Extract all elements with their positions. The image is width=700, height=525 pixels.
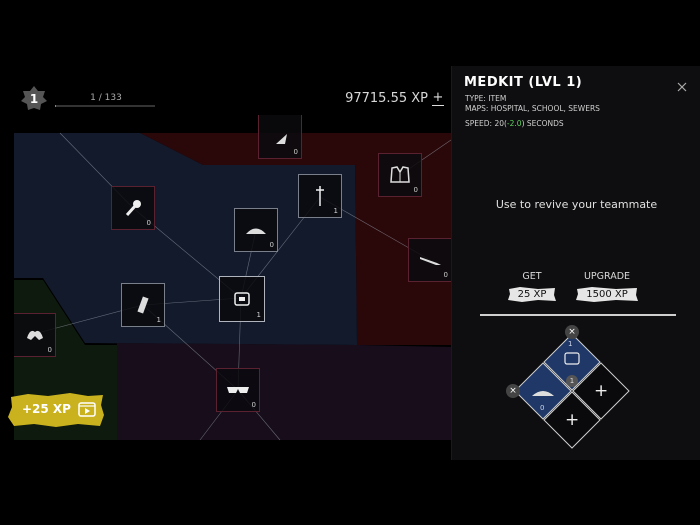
combine-center-badge: 1 (566, 375, 578, 387)
remove-left-slot-button[interactable]: × (506, 384, 520, 398)
gloves-icon (26, 330, 43, 340)
video-reward-icon (78, 402, 96, 417)
panel-divider (480, 314, 676, 316)
sunglasses-icon (227, 387, 249, 393)
get-button[interactable]: 25 XP (508, 287, 556, 302)
node-count: 1 (256, 311, 261, 319)
node-medkit[interactable]: 1 (219, 276, 265, 322)
node-jacket[interactable]: 0 (378, 153, 422, 197)
vest-icon (390, 166, 410, 183)
get-button-background (508, 287, 556, 302)
close-panel-button[interactable] (676, 78, 688, 92)
player-level-badge: 1 (21, 86, 47, 112)
flashlight-icon (125, 200, 141, 217)
node-count: 0 (293, 148, 298, 156)
get-label: GET (522, 271, 542, 282)
node-count: 0 (47, 346, 52, 354)
node-gloves[interactable]: 0 (14, 313, 56, 357)
ad-reward-label: +25 XP (22, 402, 71, 416)
node-sunglasses[interactable]: 0 (216, 368, 260, 412)
item-detail-panel: MEDKIT (LVL 1) TYPE: ITEM MAPS: HOSPITAL… (451, 66, 700, 460)
add-xp-button[interactable]: + (432, 90, 444, 106)
battery-icon (137, 296, 149, 314)
node-top-item[interactable]: 0 (258, 115, 302, 159)
node-count: 0 (413, 186, 418, 194)
speed-prefix: SPEED: 20( (465, 119, 507, 128)
unlock-progress-text: 1 / 133 (90, 93, 122, 103)
node-cross[interactable]: 1 (298, 174, 342, 218)
add-right-slot-icon[interactable]: + (594, 381, 609, 401)
item-description: Use to revive your teammate (495, 198, 658, 211)
medkit-icon (234, 292, 250, 306)
item-maps: MAPS: HOSPITAL, SCHOOL, SEWERS (465, 104, 600, 113)
node-count: 1 (333, 207, 338, 215)
node-count: 0 (146, 219, 151, 227)
region-blue (14, 133, 357, 345)
speed-delta: -2.0 (506, 119, 522, 128)
xp-total: 97715.55 XP (345, 91, 428, 106)
shield-shard-icon (276, 133, 287, 144)
level-badge-icon (21, 86, 47, 110)
close-icon (677, 82, 687, 92)
speed-suffix: ) SECONDS (521, 119, 564, 128)
remove-top-slot-button[interactable]: × (565, 325, 579, 339)
node-battery[interactable]: 1 (121, 283, 165, 327)
node-flashlight[interactable]: 0 (111, 186, 155, 230)
player-level: 1 (29, 92, 39, 106)
unlock-progress-bar (55, 105, 155, 107)
add-bottom-slot-icon[interactable]: + (565, 410, 580, 430)
ad-button-background (8, 393, 104, 427)
cap-icon (246, 228, 266, 234)
item-type: TYPE: ITEM (465, 94, 507, 103)
get-price: 25 XP (517, 289, 547, 300)
combine-slot-bottom[interactable] (543, 391, 601, 449)
knife-icon (420, 257, 441, 265)
upgrade-price: 1500 XP (586, 289, 628, 300)
node-count: 1 (156, 316, 161, 324)
node-count: 0 (251, 401, 256, 409)
combine-slot-right[interactable] (572, 362, 630, 420)
item-speed: SPEED: 20(-2.0) SECONDS (465, 119, 564, 128)
upgrade-button-background (576, 287, 638, 302)
upgrade-label: UPGRADE (583, 271, 631, 282)
top-slot-count: 1 (568, 340, 573, 348)
watch-ad-xp-button[interactable]: +25 XP (8, 393, 104, 427)
node-count: 0 (269, 241, 274, 249)
cross-icon (316, 186, 324, 206)
left-slot-count: 0 (540, 404, 545, 412)
item-title: MEDKIT (LVL 1) (464, 75, 583, 90)
node-count: 0 (443, 271, 448, 279)
node-cap[interactable]: 0 (234, 208, 278, 252)
upgrade-button[interactable]: 1500 XP (576, 287, 638, 302)
region-purple (117, 343, 451, 440)
combine-slot-top[interactable] (543, 333, 601, 391)
unlock-progress-fill (55, 105, 56, 107)
region-red (140, 133, 451, 345)
combine-slot-left[interactable] (514, 362, 572, 420)
